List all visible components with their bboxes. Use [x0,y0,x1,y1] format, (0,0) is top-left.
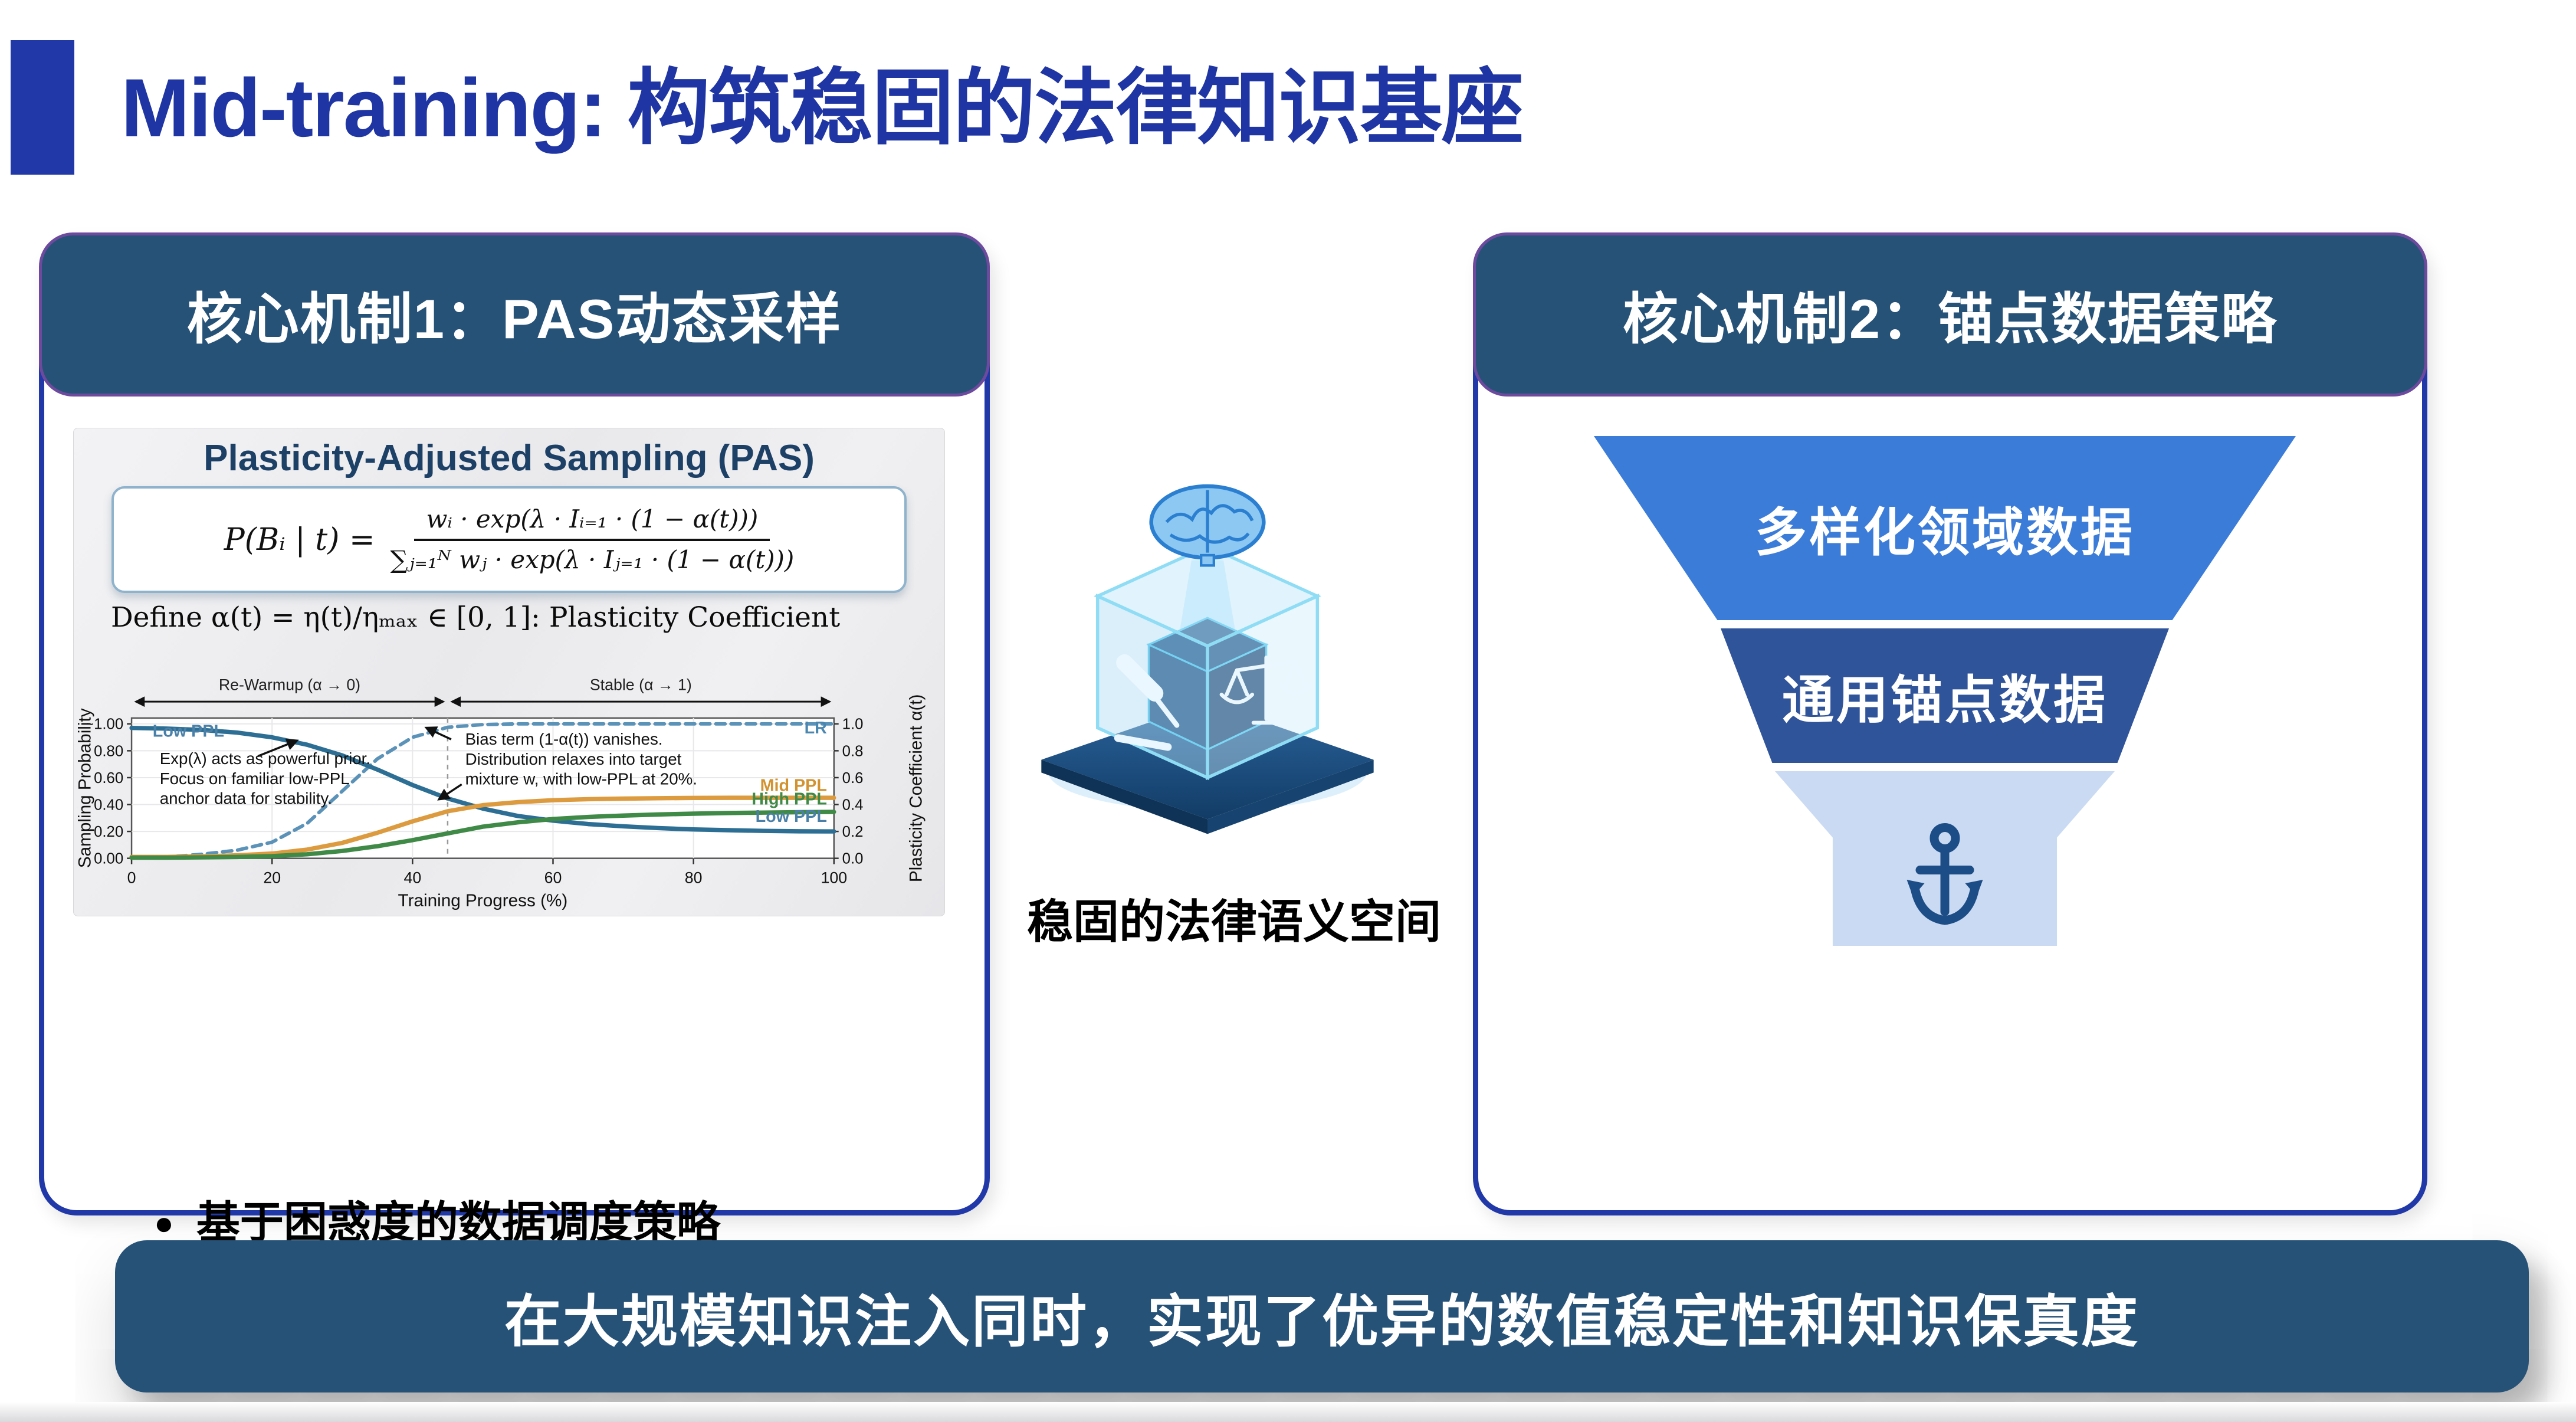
svg-text:anchor data for stability.: anchor data for stability. [160,789,332,808]
pas-figure-title: Plasticity-Adjusted Sampling (PAS) [204,438,815,479]
svg-text:Stable (α → 1): Stable (α → 1) [590,676,692,693]
formula-denominator: ∑ⱼ₌₁ᴺ wⱼ · exp(λ · Iⱼ₌₁ · (1 − α(t))) [390,545,795,574]
svg-text:Re-Warmup (α → 0): Re-Warmup (α → 0) [219,676,360,693]
footer-banner: 在大规模知识注入同时，实现了优异的数值稳定性和知识保真度 [115,1240,2529,1392]
svg-text:Distribution relaxes into targ: Distribution relaxes into target [465,750,682,768]
svg-text:0.80: 0.80 [94,743,123,759]
svg-text:Sampling Probability: Sampling Probability [76,708,95,868]
bullet-text: 基于困惑度的数据调度策略 [196,1198,720,1247]
svg-text:Plasticity Coefficient α(t): Plasticity Coefficient α(t) [906,694,926,882]
svg-text:Training Progress (%): Training Progress (%) [398,891,568,910]
anchor-icon [1906,823,1983,925]
svg-text:Exp(λ) acts as powerful prior.: Exp(λ) acts as powerful prior. [160,749,370,768]
svg-text:Bias term (1-α(t)) vanishes.: Bias term (1-α(t)) vanishes. [465,730,663,748]
svg-text:20: 20 [263,869,281,886]
center-caption: 稳固的法律语义空间 [1026,896,1441,948]
plasticity-definition: Define α(t) = η(t)/ηₘₐₓ ∈ [0, 1]: Plasti… [111,601,841,634]
svg-text:0.4: 0.4 [842,797,864,813]
svg-text:40: 40 [403,869,421,886]
svg-text:0.8: 0.8 [842,743,864,759]
panel-header-mechanism-1: 核心机制1：PAS动态采样 [39,232,990,397]
formula-lhs: P(Bᵢ | t) = [224,522,375,558]
pas-plot: Re-Warmup (α → 0) Stable (α → 1) 0 20 40 60 80… [73,636,945,916]
bullet-icon: ● [154,1204,174,1241]
formula-fraction: wᵢ · exp(λ · Iᵢ₌₁ · (1 − α(t))) ∑ⱼ₌₁ᴺ wⱼ… [390,504,795,574]
legal-cube-illustration [1041,484,1374,834]
svg-text:Low PPL: Low PPL [756,807,827,826]
svg-text:0.2: 0.2 [842,824,864,840]
funnel-section-general-anchor-data: 通用锚点数据 [1721,628,2169,763]
funnel-section-diverse-domain-data: 多样化领域数据 [1594,436,2296,620]
brain-icon [1149,484,1266,567]
panel-header-mechanism-2: 核心机制2：锚点数据策略 [1473,232,2427,397]
panel-anchor-data: 核心机制2：锚点数据策略 多样化领域数据 通用锚点数据 [1473,232,2427,1215]
platform-side-right [1207,759,1374,834]
svg-text:Focus on familiar low-PPL: Focus on familiar low-PPL [160,769,350,788]
funnel-label: 通用锚点数据 [1781,670,2108,729]
svg-text:0.00: 0.00 [94,851,123,867]
pas-line-chart: Re-Warmup (α → 0) Stable (α → 1) 0 20 40 60 80… [76,676,926,910]
list-item: ● 基于困惑度的数据调度策略 [154,1198,997,1247]
svg-text:60: 60 [544,869,562,886]
title-accent-bar [11,40,74,175]
bottom-edge-strip [0,1402,2576,1422]
pas-formula: P(Bᵢ | t) = wᵢ · exp(λ · Iᵢ₌₁ · (1 − α(t… [111,486,907,593]
svg-text:1.0: 1.0 [842,716,864,733]
pas-figure: Plasticity-Adjusted Sampling (PAS) P(Bᵢ … [73,428,945,916]
svg-text:0.20: 0.20 [94,824,123,840]
scales-icon [1219,656,1313,725]
funnel-section-anchor-output [1775,771,2115,946]
svg-text:Low PPL: Low PPL [153,722,224,741]
glass-cube-right [1206,594,1320,781]
svg-text:0.6: 0.6 [842,770,864,787]
svg-text:mixture w, with low-PPL at 20%: mixture w, with low-PPL at 20%. [465,769,697,788]
svg-text:~1.00: ~1.00 [85,716,123,733]
panel-pas-sampling: 核心机制1：PAS动态采样 Plasticity-Adjusted Sampli… [39,232,990,1385]
svg-text:100: 100 [821,869,847,886]
svg-text:0: 0 [127,869,136,886]
svg-text:0.60: 0.60 [94,770,123,787]
svg-text:80: 80 [685,869,703,886]
formula-numerator: wᵢ · exp(λ · Iᵢ₌₁ · (1 − α(t))) [414,504,770,541]
gavel-icon [1114,654,1180,751]
platform-side-left [1041,759,1207,834]
footer-text: 在大规模知识注入同时，实现了优异的数值稳定性和知识保真度 [504,1290,2139,1354]
svg-text:0.0: 0.0 [842,851,864,867]
svg-text:LR: LR [805,719,828,738]
page-title: Mid-training: 构筑稳固的法律知识基座 [121,61,1524,154]
svg-text:Mid PPL: Mid PPL [760,776,827,795]
anchor-data-funnel: 多样化领域数据 通用锚点数据 [1478,238,2422,1210]
svg-text:High PPL: High PPL [752,790,827,809]
funnel-label: 多样化领域数据 [1754,503,2135,562]
svg-text:0.40: 0.40 [94,797,123,813]
